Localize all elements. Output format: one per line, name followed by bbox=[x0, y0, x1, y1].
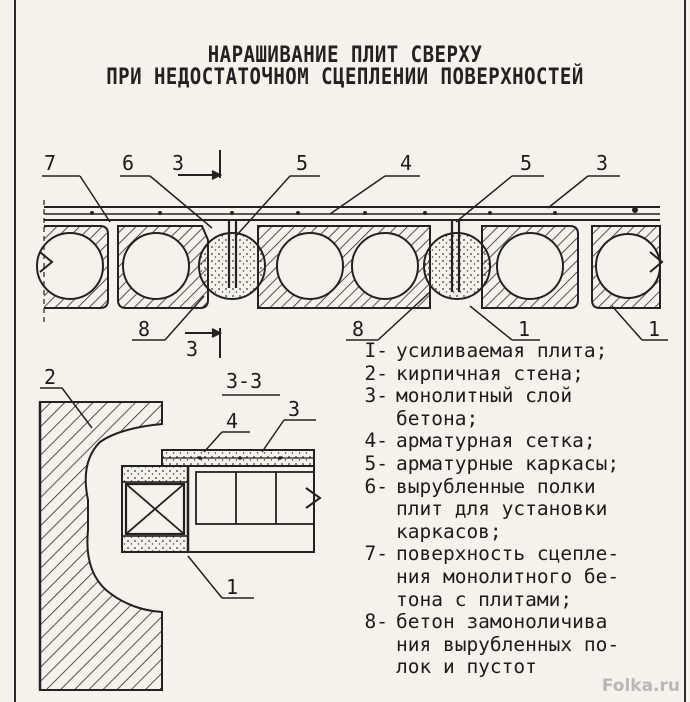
hollow-slab-right bbox=[481, 225, 664, 309]
legend-item-2: 2- кирпичная стена; bbox=[364, 361, 584, 385]
legend-item-7-cont-2: тона с плитами; bbox=[396, 587, 573, 611]
callout-8-right: 8 bbox=[352, 317, 364, 341]
detail-title: 3-3 bbox=[226, 369, 262, 393]
sheet-border-left bbox=[14, 0, 16, 702]
detail-callout-4: 4 bbox=[226, 409, 238, 433]
callout-5-right: 5 bbox=[520, 151, 532, 175]
legend-item-8: 8- бетон замоноличива bbox=[364, 610, 608, 634]
callout-1-right: 1 bbox=[648, 317, 660, 341]
callout-6: 6 bbox=[122, 151, 134, 175]
legend-item-5: 5- арматурные каркасы; bbox=[364, 451, 620, 475]
legend-item-6: 6- вырубленные полки bbox=[364, 474, 596, 498]
legend-item-4: 4- арматурная сетка; bbox=[364, 429, 596, 453]
title-line-1: НАРАШИВАНИЕ ПЛИТ СВЕРХУ bbox=[207, 42, 483, 68]
reinforcement-mesh bbox=[90, 207, 638, 215]
detail-callout-3: 3 bbox=[288, 397, 300, 421]
title-line-2: ПРИ НЕДОСТАТОЧНОМ СЦЕПЛЕНИИ ПОВЕРХНОСТЕЙ bbox=[106, 64, 584, 90]
legend-item-6-cont-1: плит для установки bbox=[396, 497, 608, 521]
legend-item-7-cont-1: ния монолитного бе- bbox=[396, 564, 620, 588]
legend-item-8-cont-1: ния вырубленных по- bbox=[396, 632, 620, 656]
brick-wall bbox=[39, 401, 163, 691]
detail-callout-1: 1 bbox=[226, 575, 238, 599]
detail-callout-2: 2 bbox=[44, 365, 56, 389]
section-cut-line bbox=[178, 150, 223, 358]
legend-item-8-cont-2: лок и пустот bbox=[396, 655, 537, 679]
callout-1-middle: 1 bbox=[518, 317, 530, 341]
reinforcement-cage bbox=[227, 220, 461, 292]
callout-3-right: 3 bbox=[596, 151, 608, 175]
legend-item-3: 3- монолитный слой bbox=[364, 384, 573, 408]
hollow-slab-left bbox=[36, 225, 109, 309]
callout-5-left: 5 bbox=[296, 151, 308, 175]
section-mark-bottom: 3 bbox=[186, 337, 198, 361]
legend-item-1: I- усиливаемая плита; bbox=[364, 339, 608, 362]
legend-item-3-cont: бетона; bbox=[396, 406, 479, 430]
section-mark-top: 3 bbox=[172, 151, 184, 175]
concreted-void bbox=[198, 232, 491, 300]
sheet-border-right bbox=[684, 0, 686, 702]
main-section: 7 6 3 5 4 5 3 8 3 8 1 1 bbox=[36, 150, 668, 361]
legend-item-7: 7- поверхность сцепле- bbox=[364, 542, 620, 566]
leader-lines bbox=[42, 175, 668, 341]
callout-7: 7 bbox=[44, 151, 56, 175]
callout-8-left: 8 bbox=[138, 317, 150, 341]
callout-4: 4 bbox=[400, 151, 412, 175]
legend: I- усиливаемая плита; 2- кирпичная стена… bbox=[350, 339, 680, 679]
hollow-slab-middle bbox=[117, 225, 431, 309]
legend-item-6-cont-2: каркасов; bbox=[396, 519, 502, 543]
detail-section-3-3: 3-3 2 4 3 1 bbox=[38, 365, 322, 691]
watermark: Folka.ru bbox=[601, 676, 680, 696]
